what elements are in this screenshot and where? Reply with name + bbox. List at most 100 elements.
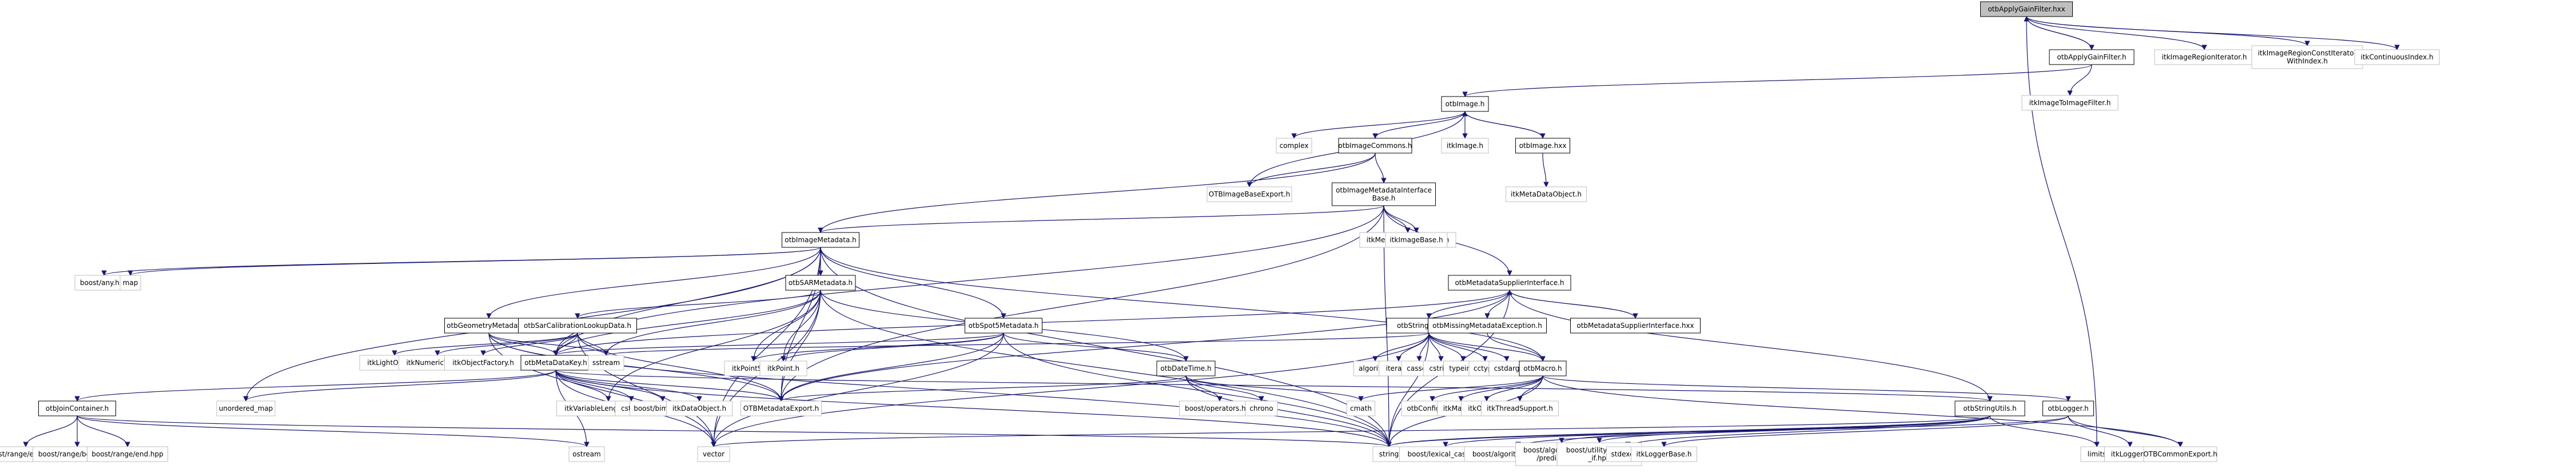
node-label: itkThreadSupport.h: [1487, 404, 1553, 412]
graph-node[interactable]: otbImage.h: [1441, 96, 1489, 112]
graph-node: OTBCommonExport.h: [2143, 446, 2217, 462]
node-label: otbImageCommons.h: [1339, 142, 1412, 150]
graph-node: itkMetaDataObject.h: [1506, 186, 1587, 202]
node-label: OTBImageBaseExport.h: [1209, 190, 1291, 198]
include-edge: [1372, 111, 1466, 139]
node-box: [1441, 96, 1489, 112]
graph-node[interactable]: otbMetaDataKey.h: [520, 355, 591, 371]
node-box: [38, 400, 116, 416]
include-edge: [820, 247, 1546, 362]
include-edge: [778, 332, 1004, 402]
include-edge: [781, 332, 1004, 362]
node-label: otbApplyGainFilter.h: [2057, 53, 2126, 61]
include-edge: [480, 332, 578, 356]
include-edge: [1428, 332, 1510, 362]
node-label: _if.hpp: [1587, 454, 1610, 462]
node-label: otbLogger.h: [2048, 404, 2088, 412]
node-box: [759, 360, 807, 376]
include-edge: [553, 290, 821, 356]
node-box: [216, 400, 276, 416]
node-label: otbImageMetadataInterface: [1336, 186, 1432, 194]
node-box: [785, 275, 856, 291]
node-label: itkLogger.h: [2111, 450, 2149, 458]
node-label: otbImage.hxx: [1519, 142, 1567, 150]
include-edge: [577, 332, 716, 447]
include-edge: [2026, 16, 2400, 50]
node-label: otbImageMetadata.h: [785, 236, 857, 244]
include-edge: [555, 370, 1992, 402]
graph-node: OTBMetadataExport.h: [740, 400, 822, 416]
node-box: [1448, 275, 1571, 291]
include-edge: [1559, 415, 1990, 443]
node-label: itkImageRegionConstIterator: [2258, 49, 2357, 57]
node-box: [740, 400, 822, 416]
graph-node[interactable]: otbLogger.h: [2043, 400, 2094, 416]
graph-node[interactable]: otbSpot5Metadata.h: [965, 318, 1042, 334]
node-box: [1245, 400, 1278, 416]
node-box: [1570, 318, 1701, 334]
include-edge: [778, 205, 1384, 402]
graph-node: itkImageBase.h: [1385, 232, 1448, 248]
graph-node[interactable]: otbSarCalibrationLookupData.h: [518, 318, 637, 334]
include-edge: [603, 332, 1430, 356]
node-label: cmath: [1350, 404, 1372, 412]
graph-node[interactable]: otbImage.hxx: [1515, 138, 1570, 154]
include-edge: [1386, 332, 1430, 447]
include-edge: [1428, 332, 1546, 362]
node-box: [1481, 400, 1559, 416]
graph-node: itkImageToImageFilter.h: [2021, 95, 2119, 111]
node-box: [1506, 186, 1587, 202]
graph-node: itkContinuousIndex.h: [2354, 49, 2440, 65]
graph-node: map: [120, 275, 141, 291]
graph-node[interactable]: otbImageMetadata.h: [782, 232, 859, 248]
graph-node[interactable]: otbImageCommons.h: [1338, 138, 1412, 154]
node-box: [1954, 400, 2025, 416]
include-edge: [781, 290, 821, 362]
graph-node: boost/range/end.hpp: [87, 446, 168, 462]
include-edge: [1989, 415, 2100, 447]
node-label: itkImageToImageFilter.h: [2029, 99, 2111, 107]
graph-node[interactable]: otbDateTime.h: [1156, 360, 1216, 376]
graph-node[interactable]: otbJoinContainer.h: [38, 400, 116, 416]
graph-node[interactable]: otbStringUtils.h: [1954, 400, 2025, 416]
graph-node[interactable]: otbMacro.h: [1519, 360, 1567, 376]
graph-node[interactable]: otbApplyGainFilter.h: [2049, 49, 2135, 65]
node-box: [1156, 360, 1216, 376]
graph-node: itkLoggerBase.h: [1631, 446, 1697, 462]
include-edge: [553, 332, 1004, 356]
include-edge: [711, 332, 1004, 447]
include-edge: [1185, 375, 1364, 402]
node-label: otbSpot5Metadata.h: [969, 322, 1039, 330]
node-label: otbMetadataSupplierInterface.hxx: [1576, 322, 1694, 330]
graph-node[interactable]: otbMetadataSupplierInterface.h: [1448, 275, 1571, 291]
node-label: itkDataObject.h: [672, 404, 726, 412]
include-edge: [1428, 332, 1466, 362]
node-label: sstream: [592, 359, 620, 367]
include-edge: [2026, 16, 2207, 50]
node-box: [1441, 138, 1489, 154]
graph-node[interactable]: otbSARMetadata.h: [785, 275, 856, 291]
include-edge: [1428, 332, 1488, 362]
node-box: [1515, 138, 1570, 154]
include-edge: [74, 370, 556, 402]
include-edge: [1185, 375, 1264, 402]
include-edge: [2026, 16, 2100, 447]
include-edge: [1625, 415, 1990, 447]
node-label: otbJoinContainer.h: [46, 404, 109, 412]
node-label: WithIndex.h: [2287, 57, 2328, 65]
node-label: vector: [703, 450, 724, 458]
include-edge: [1185, 375, 1392, 447]
include-edge: [1247, 153, 1376, 187]
graph-node[interactable]: otbApplyGainFilter.hxx: [1980, 1, 2073, 17]
graph-node[interactable]: otbMissingMetadataException.h: [1428, 318, 1547, 334]
node-label: otbMacro.h: [1523, 364, 1562, 372]
node-label: itkObjectFactory.h: [452, 359, 514, 367]
include-edge: [555, 370, 702, 402]
graph-node[interactable]: otbMetadataSupplierInterface.hxx: [1570, 318, 1701, 334]
include-edge: [1003, 332, 1392, 447]
include-edge: [2024, 16, 2092, 50]
include-edge: [1375, 153, 1387, 183]
include-edge: [778, 290, 821, 402]
include-edge: [778, 375, 1187, 402]
